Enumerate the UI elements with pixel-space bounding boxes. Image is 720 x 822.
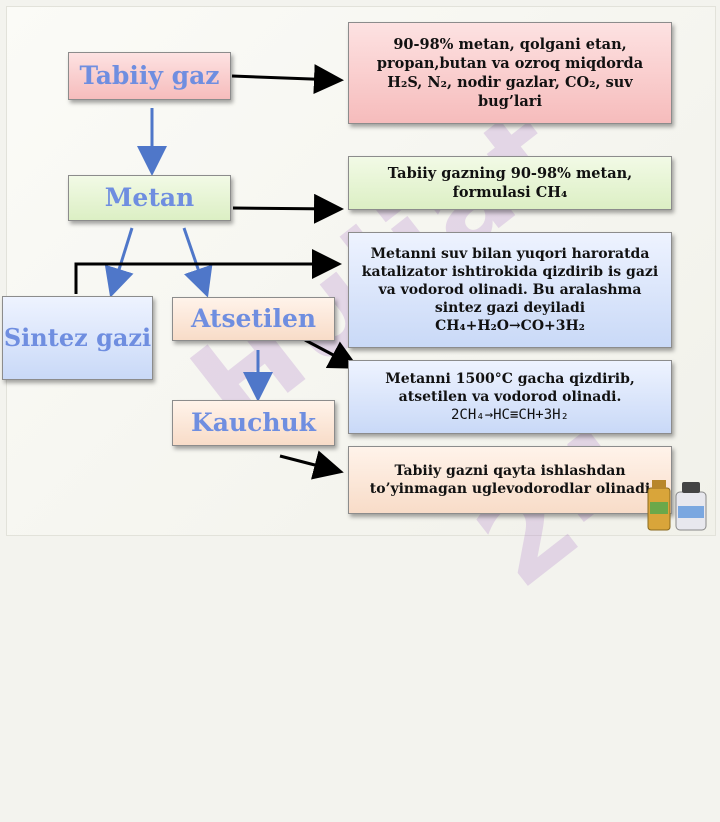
desc-kauchuk: Tabiiy gazni qayta ishlashdan to’yinmaga… (348, 446, 672, 514)
desc-atsetilen-text: Metanni 1500°C gacha qizdirib, atsetilen… (385, 370, 635, 405)
node-sintez-gazi: Sintez gazi (2, 296, 153, 380)
desc-atsetilen: Metanni 1500°C gacha qizdirib, atsetilen… (348, 360, 672, 434)
desc-sintez-gazi: Metanni suv bilan yuqori haroratda katal… (348, 232, 672, 348)
pointer-metan (232, 193, 344, 224)
arrow-metan-to-sintez (104, 227, 134, 298)
pointer-kauchuk (279, 450, 344, 480)
desc-sintez-gazi-text: Metanni suv bilan yuqori haroratda katal… (361, 245, 659, 317)
desc-metan-text: Tabiiy gazning 90-98% metan, formulasi C… (387, 164, 633, 201)
node-metan: Metan (68, 175, 231, 221)
desc-sintez-gazi-equation: CH₄+H₂O→CO+3H₂ (435, 318, 585, 335)
lab-bottles-icon (647, 480, 707, 531)
pointer-sintez-gazi (74, 249, 342, 294)
node-kauchuk: Kauchuk (172, 400, 335, 446)
node-tabiiy-gaz: Tabiiy gaz (68, 52, 231, 100)
connector-arrows (74, 64, 360, 480)
desc-tabiiy-gaz: 90-98% metan, qolgani etan, propan,butan… (348, 22, 672, 124)
desc-tabiiy-gaz-text: 90-98% metan, qolgani etan, propan,butan… (376, 35, 644, 111)
pointer-tabiiy-gaz (231, 64, 344, 95)
desc-metan: Tabiiy gazning 90-98% metan, formulasi C… (348, 156, 672, 210)
desc-atsetilen-equation: 2CH₄→HC≡CH+3H₂ (450, 407, 569, 424)
arrow-metan-to-atsetilen (182, 227, 213, 298)
pointer-atsetilen (304, 338, 360, 369)
node-atsetilen: Atsetilen (172, 297, 335, 341)
desc-kauchuk-text: Tabiiy gazni qayta ishlashdan to’yinmaga… (369, 462, 651, 497)
